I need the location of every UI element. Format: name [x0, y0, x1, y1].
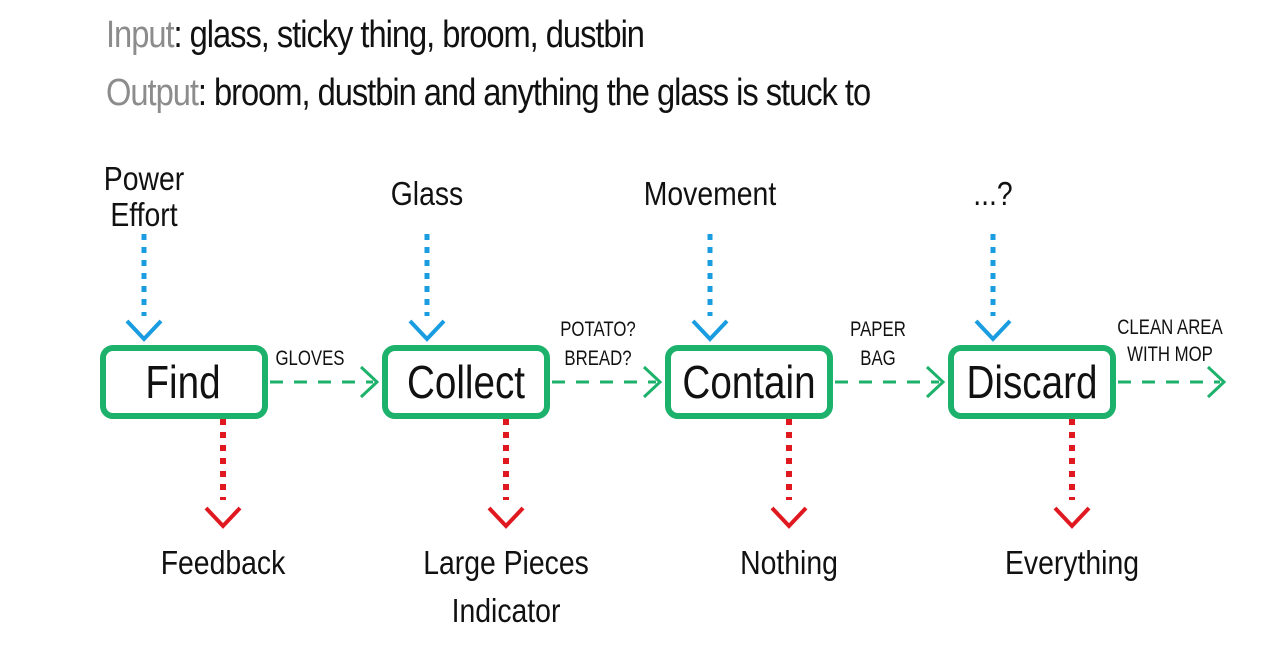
connector-label: WITH MOP [1127, 343, 1213, 366]
step-label: Find [145, 357, 220, 408]
input-arrowhead-icon [125, 319, 163, 342]
flow-arrowhead-icon [642, 365, 663, 399]
input-label: ...? [973, 175, 1012, 213]
step-label: Discard [967, 357, 1098, 408]
input-line: Input: glass, sticky thing, broom, dustb… [106, 14, 645, 57]
input-label: Power [104, 160, 184, 198]
connector-4: CLEAN AREA WITH MOP [1117, 316, 1227, 399]
input-value: : glass, sticky thing, broom, dustbin [173, 14, 645, 56]
step-discard: Discard...? Everything [948, 175, 1139, 582]
output-key: Output [106, 72, 199, 114]
input-label: Glass [391, 175, 464, 213]
connector-label: POTATO? [560, 318, 636, 341]
output-label: Everything [1005, 544, 1139, 582]
connector-2: POTATO? BREAD? [552, 318, 663, 399]
connector-1: GLOVES [270, 347, 380, 399]
output-arrowhead-icon [487, 506, 525, 529]
output-label: Indicator [452, 592, 561, 630]
input-arrowhead-icon [408, 319, 446, 342]
step-box [382, 345, 550, 419]
input-arrowhead-icon [974, 319, 1012, 342]
step-box [100, 345, 268, 419]
input-arrowhead-icon [691, 319, 729, 342]
output-line: Output: broom, dustbin and anything the … [106, 72, 871, 115]
connector-label: BAG [860, 347, 895, 370]
connector-label: PAPER [850, 318, 906, 341]
connector-label: CLEAN AREA [1117, 316, 1223, 339]
step-box [948, 345, 1116, 419]
step-label: Contain [682, 357, 815, 408]
input-label: Effort [110, 196, 178, 234]
flow-arrowhead-icon [925, 365, 946, 399]
output-arrowhead-icon [1053, 506, 1091, 529]
step-label: Collect [407, 357, 525, 408]
flow-arrowhead-icon [359, 365, 380, 399]
input-key: Input [106, 14, 175, 56]
output-label: Nothing [740, 544, 838, 582]
output-value: : broom, dustbin and anything the glass … [197, 72, 871, 114]
output-arrowhead-icon [770, 506, 808, 529]
output-label: Feedback [161, 544, 286, 582]
input-label: Movement [644, 175, 777, 213]
connector-label: GLOVES [275, 347, 344, 370]
connector-3: PAPER BAG [835, 318, 946, 399]
flow-arrowhead-icon [1206, 365, 1227, 399]
output-arrowhead-icon [204, 506, 242, 529]
connector-label: BREAD? [564, 347, 631, 370]
output-label: Large Pieces [423, 544, 589, 582]
step-box [665, 345, 833, 419]
